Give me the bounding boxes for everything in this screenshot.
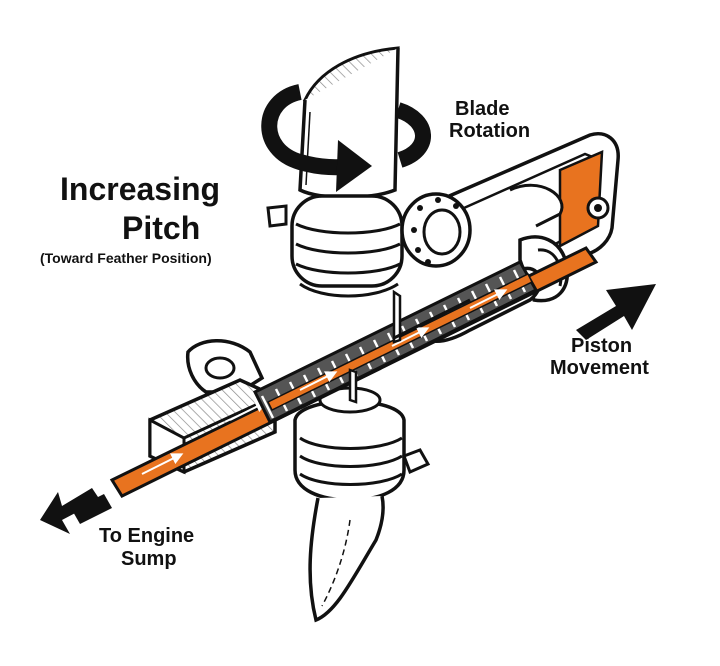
title-line-2: Pitch: [122, 210, 201, 246]
blade-rotation-label-line-1: Blade: [455, 98, 510, 120]
blade-rotation-arrow: [261, 84, 431, 192]
subtitle: (Toward Feather Position): [40, 250, 212, 266]
center-link: [348, 289, 471, 404]
engine-sump-arrow-tail: [72, 494, 112, 524]
engine-sump-label-line-1: To Engine: [99, 525, 195, 547]
cylinder-housing: [400, 132, 620, 343]
engine-sump-arrow: [40, 488, 100, 534]
piston-movement-label-line-2: Movement: [550, 357, 649, 379]
lower-blade: [293, 386, 431, 623]
title-line-1: Increasing: [60, 171, 221, 207]
piston-movement-label-line-1: Piston: [571, 335, 633, 357]
upper-blade-hub: [266, 194, 404, 298]
piston-movement-arrow: [576, 284, 656, 340]
blade-rotation-label-line-2: Rotation: [449, 120, 531, 142]
engine-sump-label-line-2: Sump: [121, 548, 177, 570]
